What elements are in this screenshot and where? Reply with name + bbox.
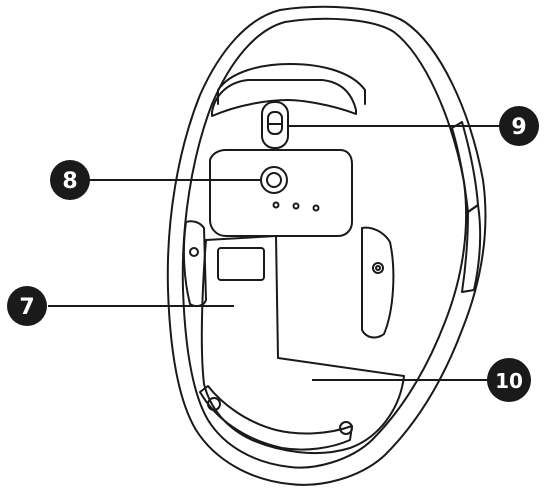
callout-7-badge [7,286,47,326]
indicator-led-2 [292,202,300,210]
sensor-panel [209,149,353,237]
sensor-lens-outer [260,166,288,194]
right-foot-screw [372,262,384,274]
callout-10: 10 [487,358,531,402]
callout-8-badge [50,160,90,200]
callout-7-label: 7 [19,295,34,320]
callout-9: 9 [499,106,539,146]
callout-9-label: 9 [511,115,526,140]
callout-10-label: 10 [495,369,523,393]
bottom-right-screw [339,421,353,435]
callout-10-badge [487,358,531,402]
right-side-foot [361,226,395,339]
receiver-slot [217,247,265,281]
callout-8: 8 [50,160,90,200]
bottom-left-screw [207,397,221,411]
callout-7: 7 [7,286,47,326]
callout-9-badge [499,106,539,146]
battery-cover [200,235,405,455]
indicator-led-3 [312,204,320,212]
callout-8-label: 8 [62,169,77,194]
top-foot-pad [211,79,357,117]
mouse-inner-rim [181,17,468,469]
side-button-lower [461,204,482,293]
sensor-lens-inner [266,172,282,188]
right-foot-screw-inner [375,265,381,271]
bottom-foot-pad [199,385,353,451]
left-foot-screw [189,247,199,257]
indicator-led-1 [272,201,280,209]
top-panel-outline [217,63,366,105]
